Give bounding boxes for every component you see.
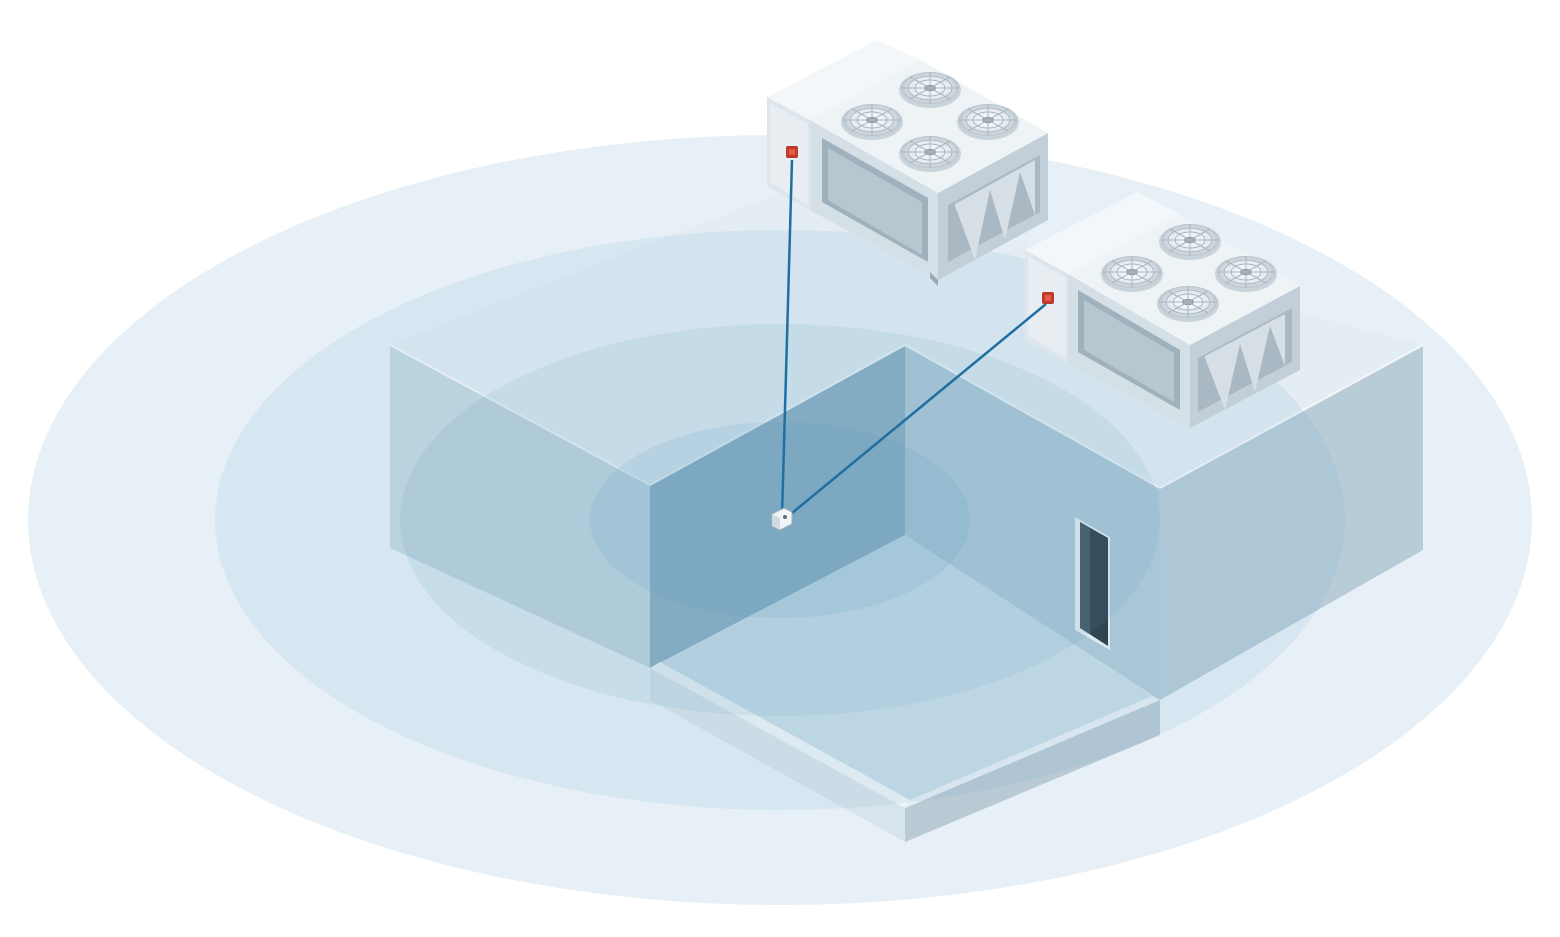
building-wall-right [1160, 345, 1423, 700]
interior-floor [650, 535, 1160, 808]
rooftop-unit-1 [767, 40, 1048, 286]
rooftop-unit-2 [1025, 192, 1300, 428]
signal-links [780, 159, 1047, 519]
link-sensor-unit-2 [785, 303, 1047, 519]
slab-edge-top-left [650, 662, 910, 808]
interior-wall-back [650, 345, 905, 668]
link-sensor-unit-1 [780, 159, 794, 517]
slab-edge-right [905, 700, 1160, 842]
door [1075, 517, 1110, 650]
slab-edge-top-right [905, 696, 1160, 808]
building-wall-left [390, 345, 650, 668]
slab-edge-left [650, 668, 905, 842]
room-sensor [771, 507, 793, 531]
